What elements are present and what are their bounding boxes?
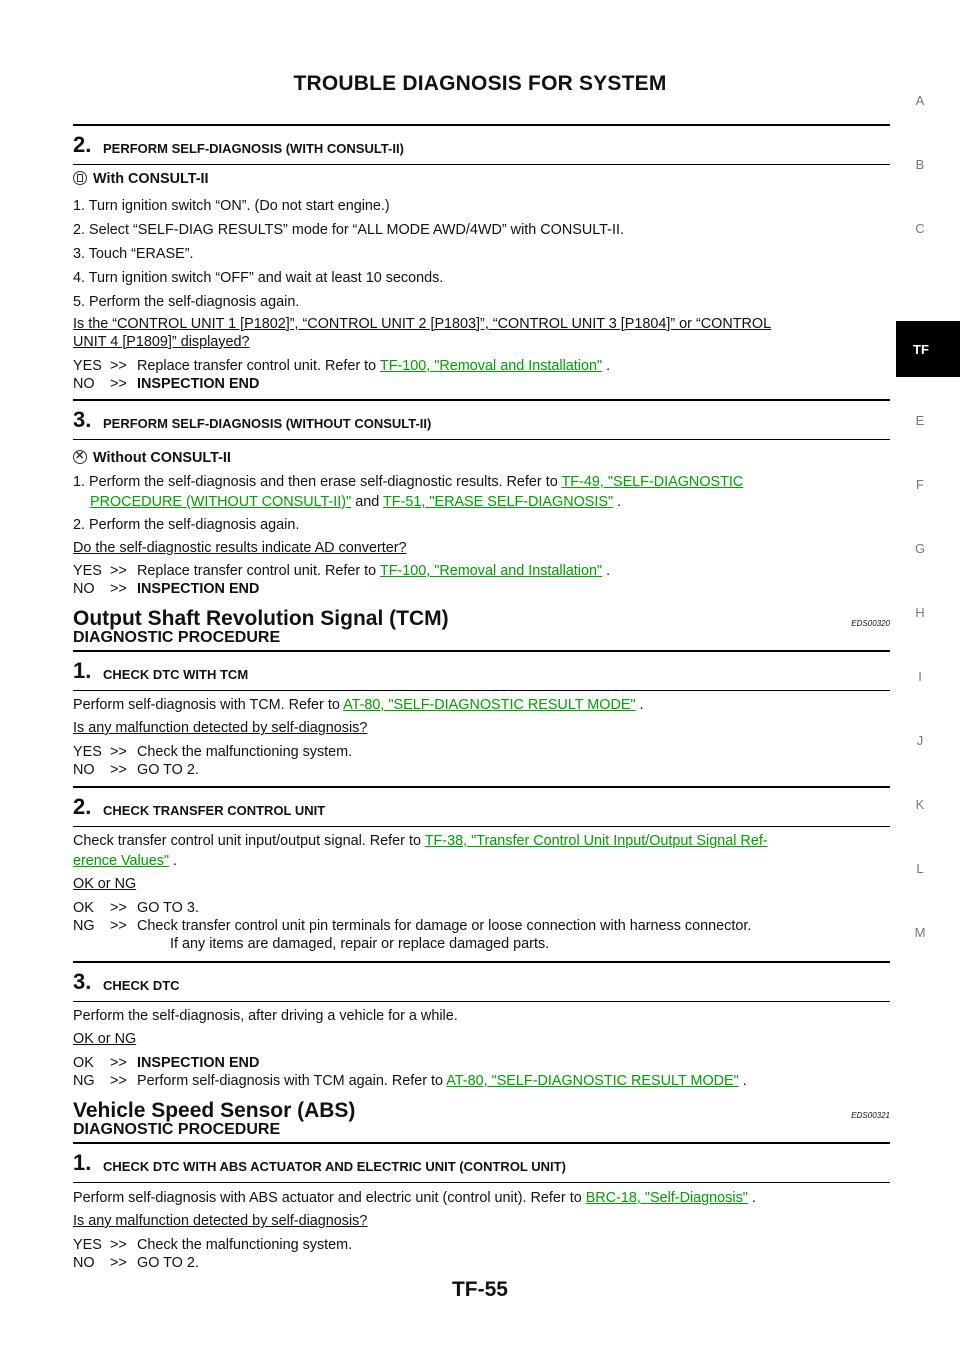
section-subtitle: DIAGNOSTIC PROCEDURE bbox=[73, 629, 281, 646]
step-number: 2. bbox=[73, 132, 92, 157]
section-subtitle: DIAGNOSTIC PROCEDURE bbox=[73, 1121, 281, 1138]
side-index-letter[interactable]: L bbox=[916, 861, 924, 876]
instruction-text: Check transfer control unit input/output… bbox=[73, 833, 768, 849]
no-branch: NO>>GO TO 2. bbox=[73, 1255, 199, 1271]
step-number: 3. bbox=[73, 407, 92, 432]
procedure-step: 1. Perform the self-diagnosis and then e… bbox=[73, 474, 744, 490]
mode-label: Without CONSULT-II bbox=[73, 449, 231, 466]
section-code: EDS00321 bbox=[851, 1111, 890, 1120]
instruction-text-continued: erence Values" . bbox=[73, 853, 178, 869]
side-index-letter[interactable]: G bbox=[914, 541, 926, 556]
decision-question: Is the “CONTROL UNIT 1 [P1802]”, “CONTRO… bbox=[73, 316, 772, 332]
page-title: TROUBLE DIAGNOSIS FOR SYSTEM bbox=[293, 72, 667, 95]
ok-branch: OK>>INSPECTION END bbox=[73, 1055, 260, 1071]
no-branch: NO>>GO TO 2. bbox=[73, 762, 199, 778]
step-header: 3. PERFORM SELF-DIAGNOSIS (WITHOUT CONSU… bbox=[73, 399, 890, 440]
decision-question: Is any malfunction detected by self-diag… bbox=[73, 720, 368, 736]
procedure-step: 2. Perform the self-diagnosis again. bbox=[73, 517, 300, 533]
reference-link[interactable]: TF-100, "Removal and Installation" bbox=[379, 358, 603, 374]
reference-link[interactable]: AT-80, "SELF-DIAGNOSTIC RESULT MODE" bbox=[343, 697, 636, 713]
procedure-step-continued: PROCEDURE (WITHOUT CONSULT-II)" and TF-5… bbox=[90, 494, 622, 510]
procedure-step: 1. Turn ignition switch “ON”. (Do not st… bbox=[73, 198, 390, 214]
reference-link[interactable]: erence Values" bbox=[73, 853, 170, 869]
step-number: 1. bbox=[73, 658, 92, 683]
consult-tool-icon bbox=[73, 171, 87, 185]
reference-link[interactable]: TF-38, "Transfer Control Unit Input/Outp… bbox=[424, 833, 768, 849]
yes-branch: YES>>Replace transfer control unit. Refe… bbox=[73, 563, 611, 579]
reference-link[interactable]: TF-100, "Removal and Installation" bbox=[379, 563, 603, 579]
no-consult-tool-icon bbox=[73, 449, 87, 464]
side-index-active-tab[interactable]: TF bbox=[896, 321, 960, 377]
reference-link[interactable]: PROCEDURE (WITHOUT CONSULT-II)" bbox=[90, 494, 352, 510]
instruction-text: Perform self-diagnosis with ABS actuator… bbox=[73, 1190, 756, 1206]
decision-question: UNIT 4 [P1809]” displayed? bbox=[73, 334, 250, 350]
decision-question: OK or NG bbox=[73, 876, 137, 892]
procedure-step: 3. Touch “ERASE”. bbox=[73, 246, 194, 262]
side-index-letter[interactable]: E bbox=[915, 413, 925, 428]
side-index-letter[interactable]: H bbox=[915, 605, 925, 620]
step-title: CHECK TRANSFER CONTROL UNIT bbox=[103, 803, 326, 818]
no-branch: NO>>INSPECTION END bbox=[73, 376, 260, 392]
side-index-letter[interactable]: A bbox=[915, 93, 925, 108]
side-index-letter[interactable]: I bbox=[918, 669, 922, 684]
procedure-step: 5. Perform the self-diagnosis again. bbox=[73, 294, 300, 310]
side-index-letter[interactable]: B bbox=[915, 157, 925, 172]
step-title: PERFORM SELF-DIAGNOSIS (WITHOUT CONSULT-… bbox=[103, 416, 432, 431]
reference-link[interactable]: AT-80, "SELF-DIAGNOSTIC RESULT MODE" bbox=[446, 1073, 739, 1089]
mode-label: With CONSULT-II bbox=[73, 171, 209, 187]
side-index-letter[interactable]: J bbox=[916, 733, 924, 748]
step-header: 1. CHECK DTC WITH TCM bbox=[73, 650, 890, 691]
procedure-step: 4. Turn ignition switch “OFF” and wait a… bbox=[73, 270, 444, 286]
reference-link[interactable]: TF-51, "ERASE SELF-DIAGNOSIS" bbox=[382, 494, 614, 510]
step-number: 3. bbox=[73, 969, 92, 994]
decision-question: OK or NG bbox=[73, 1031, 137, 1047]
ok-branch: OK>>GO TO 3. bbox=[73, 900, 199, 916]
page-number: TF-55 bbox=[451, 1278, 508, 1301]
yes-branch: YES>>Replace transfer control unit. Refe… bbox=[73, 358, 611, 374]
step-number: 2. bbox=[73, 794, 92, 819]
yes-branch: YES>>Check the malfunctioning system. bbox=[73, 744, 353, 760]
decision-question: Is any malfunction detected by self-diag… bbox=[73, 1213, 368, 1229]
section-code: EDS00320 bbox=[851, 619, 890, 628]
side-index-letter[interactable]: K bbox=[915, 797, 925, 812]
step-title: CHECK DTC WITH ABS ACTUATOR AND ELECTRIC… bbox=[103, 1159, 566, 1174]
yes-branch: YES>>Check the malfunctioning system. bbox=[73, 1237, 353, 1253]
step-number: 1. bbox=[73, 1150, 92, 1175]
step-header: 2. PERFORM SELF-DIAGNOSIS (WITH CONSULT-… bbox=[73, 124, 890, 165]
instruction-text: Perform self-diagnosis with TCM. Refer t… bbox=[73, 697, 644, 713]
step-header: 3. CHECK DTC bbox=[73, 961, 890, 1002]
side-index-letter[interactable]: C bbox=[915, 221, 925, 236]
step-title: PERFORM SELF-DIAGNOSIS (WITH CONSULT-II) bbox=[103, 141, 404, 156]
ng-branch: NG>>Check transfer control unit pin term… bbox=[73, 918, 752, 934]
step-title: CHECK DTC bbox=[103, 978, 180, 993]
reference-link[interactable]: TF-49, "SELF-DIAGNOSTIC bbox=[561, 474, 744, 490]
side-index-letter[interactable]: M bbox=[914, 925, 926, 940]
instruction-text: Perform the self-diagnosis, after drivin… bbox=[73, 1008, 458, 1024]
procedure-step: 2. Select “SELF-DIAG RESULTS” mode for “… bbox=[73, 222, 624, 238]
reference-link[interactable]: BRC-18, "Self-Diagnosis" bbox=[585, 1190, 748, 1206]
decision-question: Do the self-diagnostic results indicate … bbox=[73, 540, 407, 556]
ng-branch: NG>>Perform self-diagnosis with TCM agai… bbox=[73, 1073, 747, 1089]
side-index-letter[interactable]: F bbox=[916, 477, 924, 492]
ng-branch-continued: If any items are damaged, repair or repl… bbox=[170, 936, 550, 952]
section-title: Output Shaft Revolution Signal (TCM) bbox=[73, 607, 449, 630]
step-title: CHECK DTC WITH TCM bbox=[103, 667, 249, 682]
section-title: Vehicle Speed Sensor (ABS) bbox=[73, 1099, 356, 1122]
no-branch: NO>>INSPECTION END bbox=[73, 581, 260, 597]
step-header: 1. CHECK DTC WITH ABS ACTUATOR AND ELECT… bbox=[73, 1142, 890, 1183]
step-header: 2. CHECK TRANSFER CONTROL UNIT bbox=[73, 786, 890, 827]
